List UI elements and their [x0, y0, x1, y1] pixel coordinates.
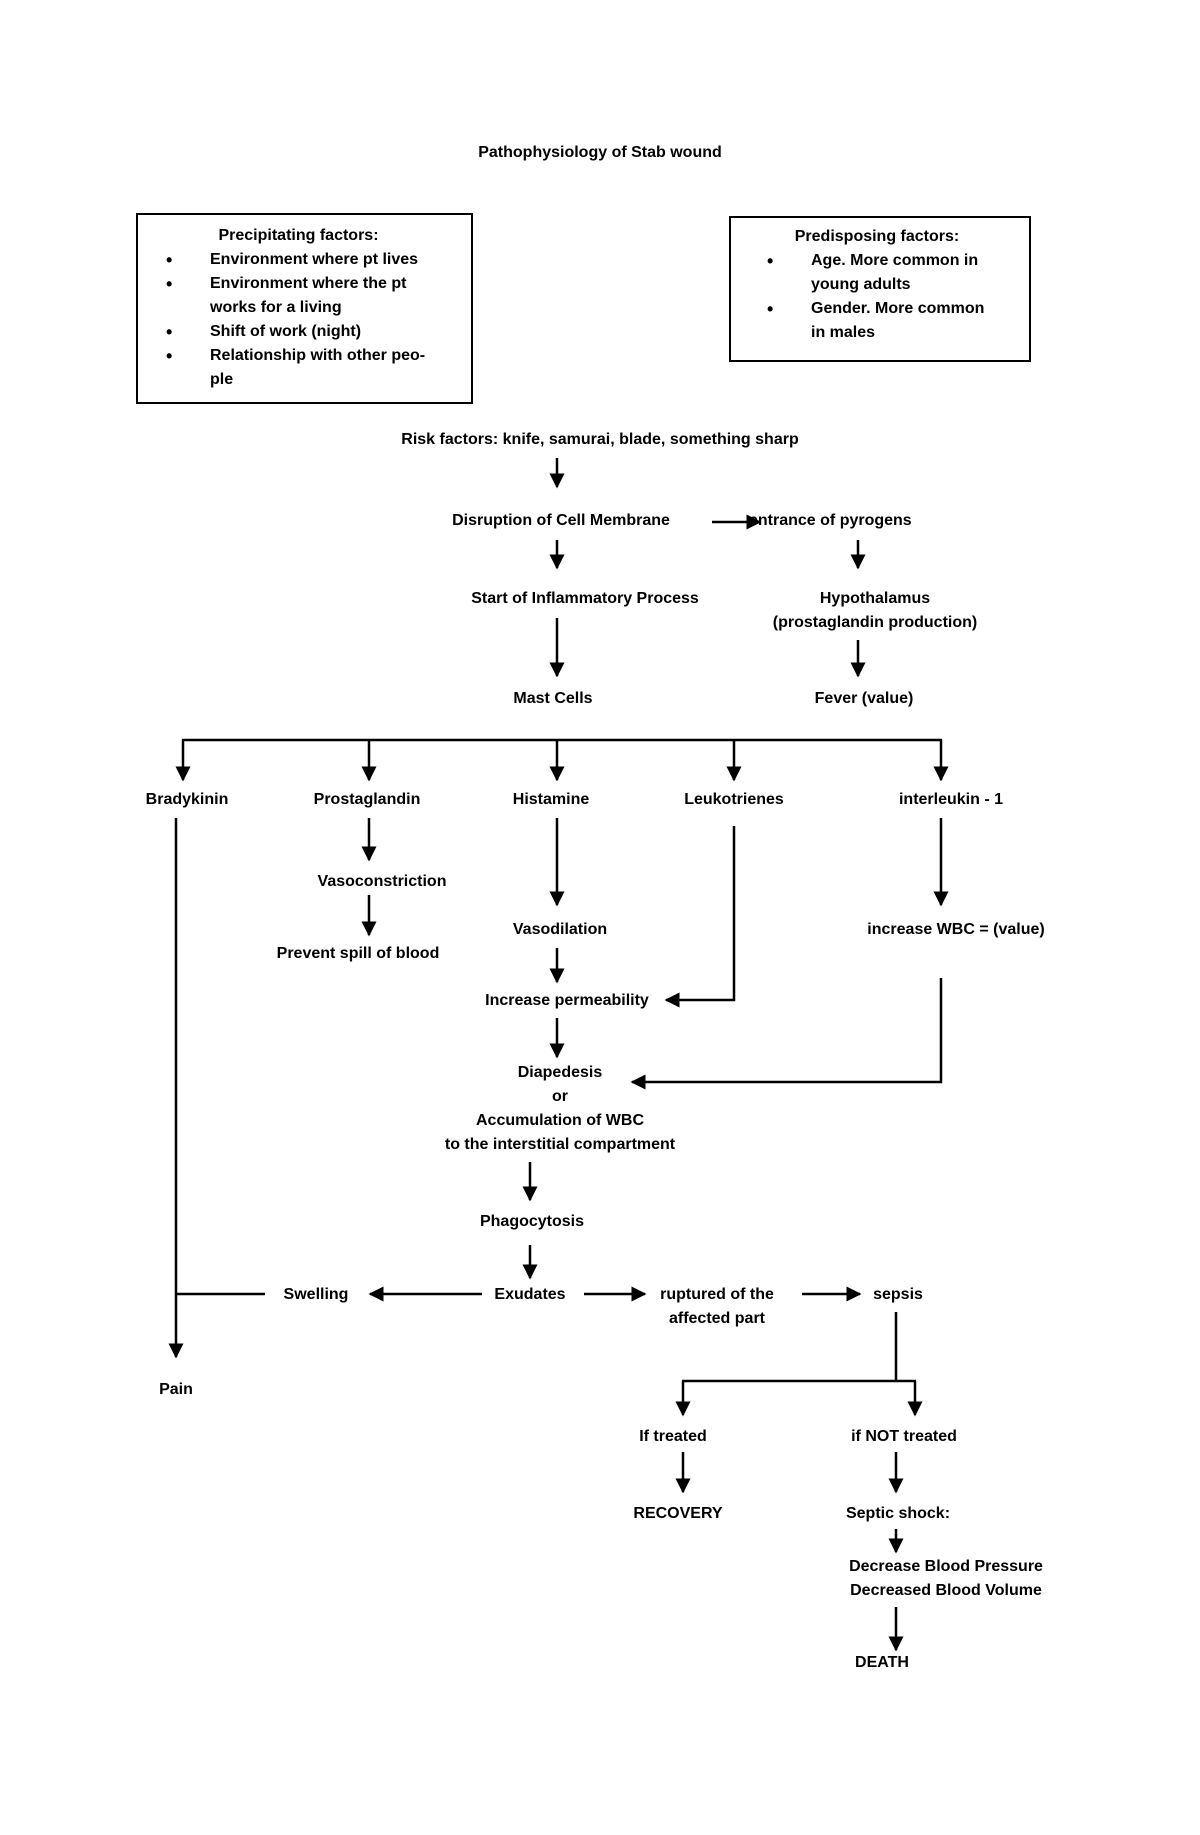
mast-cells-node: Mast Cells — [513, 690, 593, 707]
interleukin-node: interleukin - 1 — [898, 791, 1004, 808]
precipitating-item: Environment where pt lives — [166, 248, 471, 272]
prevent-spill-node: Prevent spill of blood — [276, 945, 440, 962]
ruptured-node: ruptured of the affected part — [660, 1286, 774, 1327]
inflammatory-process-node: Start of Inflammatory Process — [471, 590, 699, 607]
permeability-node: Increase permeability — [485, 992, 649, 1009]
leukotrienes-node: Leukotrienes — [684, 791, 784, 808]
disruption-node: Disruption of Cell Membrane — [452, 512, 670, 529]
vasodilation-node: Vasodilation — [512, 921, 608, 938]
precipitating-item: Shift of work (night) — [166, 320, 471, 344]
decrease-node: Decrease Blood Pressure Decreased Blood … — [849, 1558, 1043, 1599]
predisposing-factors-box: Predisposing factors: Age. More common i… — [729, 216, 1031, 362]
pyrogens-node: entrance of pyrogens — [749, 512, 912, 529]
histamine-node: Histamine — [512, 791, 590, 808]
recovery-node: RECOVERY — [633, 1505, 723, 1522]
if-treated-node: If treated — [639, 1428, 707, 1445]
swelling-node: Swelling — [283, 1286, 349, 1303]
predisposing-heading: Predisposing factors: — [794, 228, 960, 245]
precipitating-list: Environment where pt lives Environment w… — [138, 248, 471, 392]
risk-factors-node: Risk factors: knife, samurai, blade, som… — [401, 431, 799, 448]
precipitating-heading: Precipitating factors: — [218, 227, 379, 244]
bradykinin-node: Bradykinin — [145, 791, 229, 808]
death-node: DEATH — [855, 1654, 909, 1671]
pain-node: Pain — [159, 1381, 193, 1398]
arrow-wbc-diapedesis — [630, 978, 943, 1090]
diapedesis-node: Diapedesis or Accumulation of WBC to the… — [444, 1064, 676, 1153]
sepsis-node: sepsis — [873, 1286, 923, 1303]
septic-shock-node: Septic shock: — [845, 1505, 951, 1522]
vasoconstriction-node: Vasoconstriction — [317, 873, 447, 890]
arrow-leukotrienes-permeability — [664, 826, 736, 1008]
page-title: Pathophysiology of Stab wound — [478, 144, 722, 161]
wbc-node: increase WBC = (value) — [867, 921, 1045, 938]
hypothalamus-node: Hypothalamus (prostaglandin production) — [772, 590, 978, 631]
phagocytosis-node: Phagocytosis — [479, 1213, 585, 1230]
if-not-treated-node: if NOT treated — [851, 1428, 957, 1445]
fever-node: Fever (value) — [814, 690, 914, 707]
exudates-node: Exudates — [494, 1286, 566, 1303]
prostaglandin-node: Prostaglandin — [313, 791, 421, 808]
precipitating-factors-box: Precipitating factors: Environment where… — [136, 213, 473, 404]
precipitating-item: Relationship with other peo-ple — [166, 344, 471, 392]
